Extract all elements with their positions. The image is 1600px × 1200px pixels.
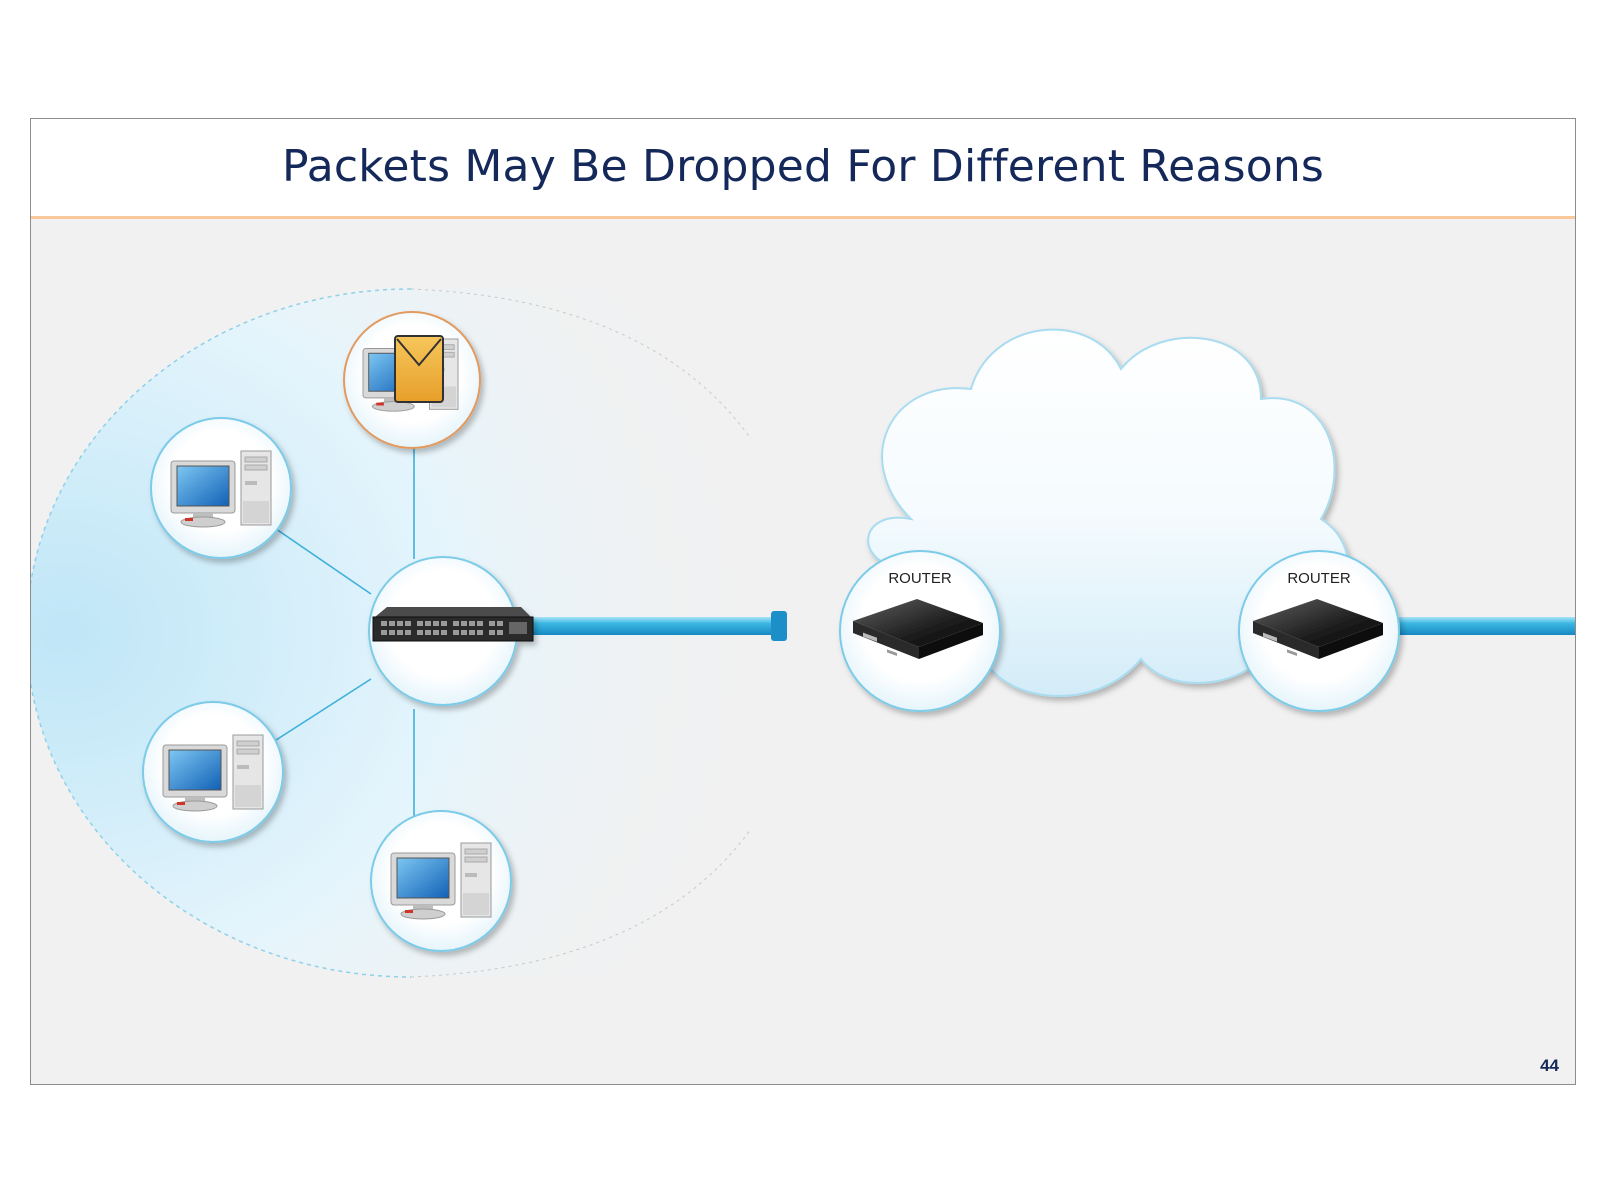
router-node-2[interactable]: ROUTER	[1238, 550, 1400, 712]
diagram-canvas: ROUTER ROUTER 44	[31, 219, 1575, 1084]
title-bar: Packets May Be Dropped For Different Rea…	[31, 119, 1575, 219]
router-label: ROUTER	[1287, 570, 1351, 587]
host-node-upper-left[interactable]	[150, 417, 292, 559]
host-node-top[interactable]	[343, 311, 481, 449]
slide: Packets May Be Dropped For Different Rea…	[30, 118, 1576, 1085]
switch-node[interactable]	[368, 556, 534, 706]
envelope-icon	[394, 335, 444, 403]
slide-title: Packets May Be Dropped For Different Rea…	[281, 141, 1325, 192]
host-node-bottom[interactable]	[370, 810, 512, 952]
link-router-uplink	[1356, 617, 1575, 635]
page-number: 44	[1540, 1056, 1559, 1075]
router-node-1[interactable]: ROUTER	[839, 550, 1001, 712]
router-label: ROUTER	[888, 570, 952, 587]
network-diagram: ROUTER ROUTER	[31, 288, 1575, 978]
link-switch-router	[491, 617, 783, 635]
network-switch-icon	[372, 607, 534, 642]
port-connector-icon	[771, 611, 787, 641]
host-node-lower-left[interactable]	[142, 701, 284, 843]
